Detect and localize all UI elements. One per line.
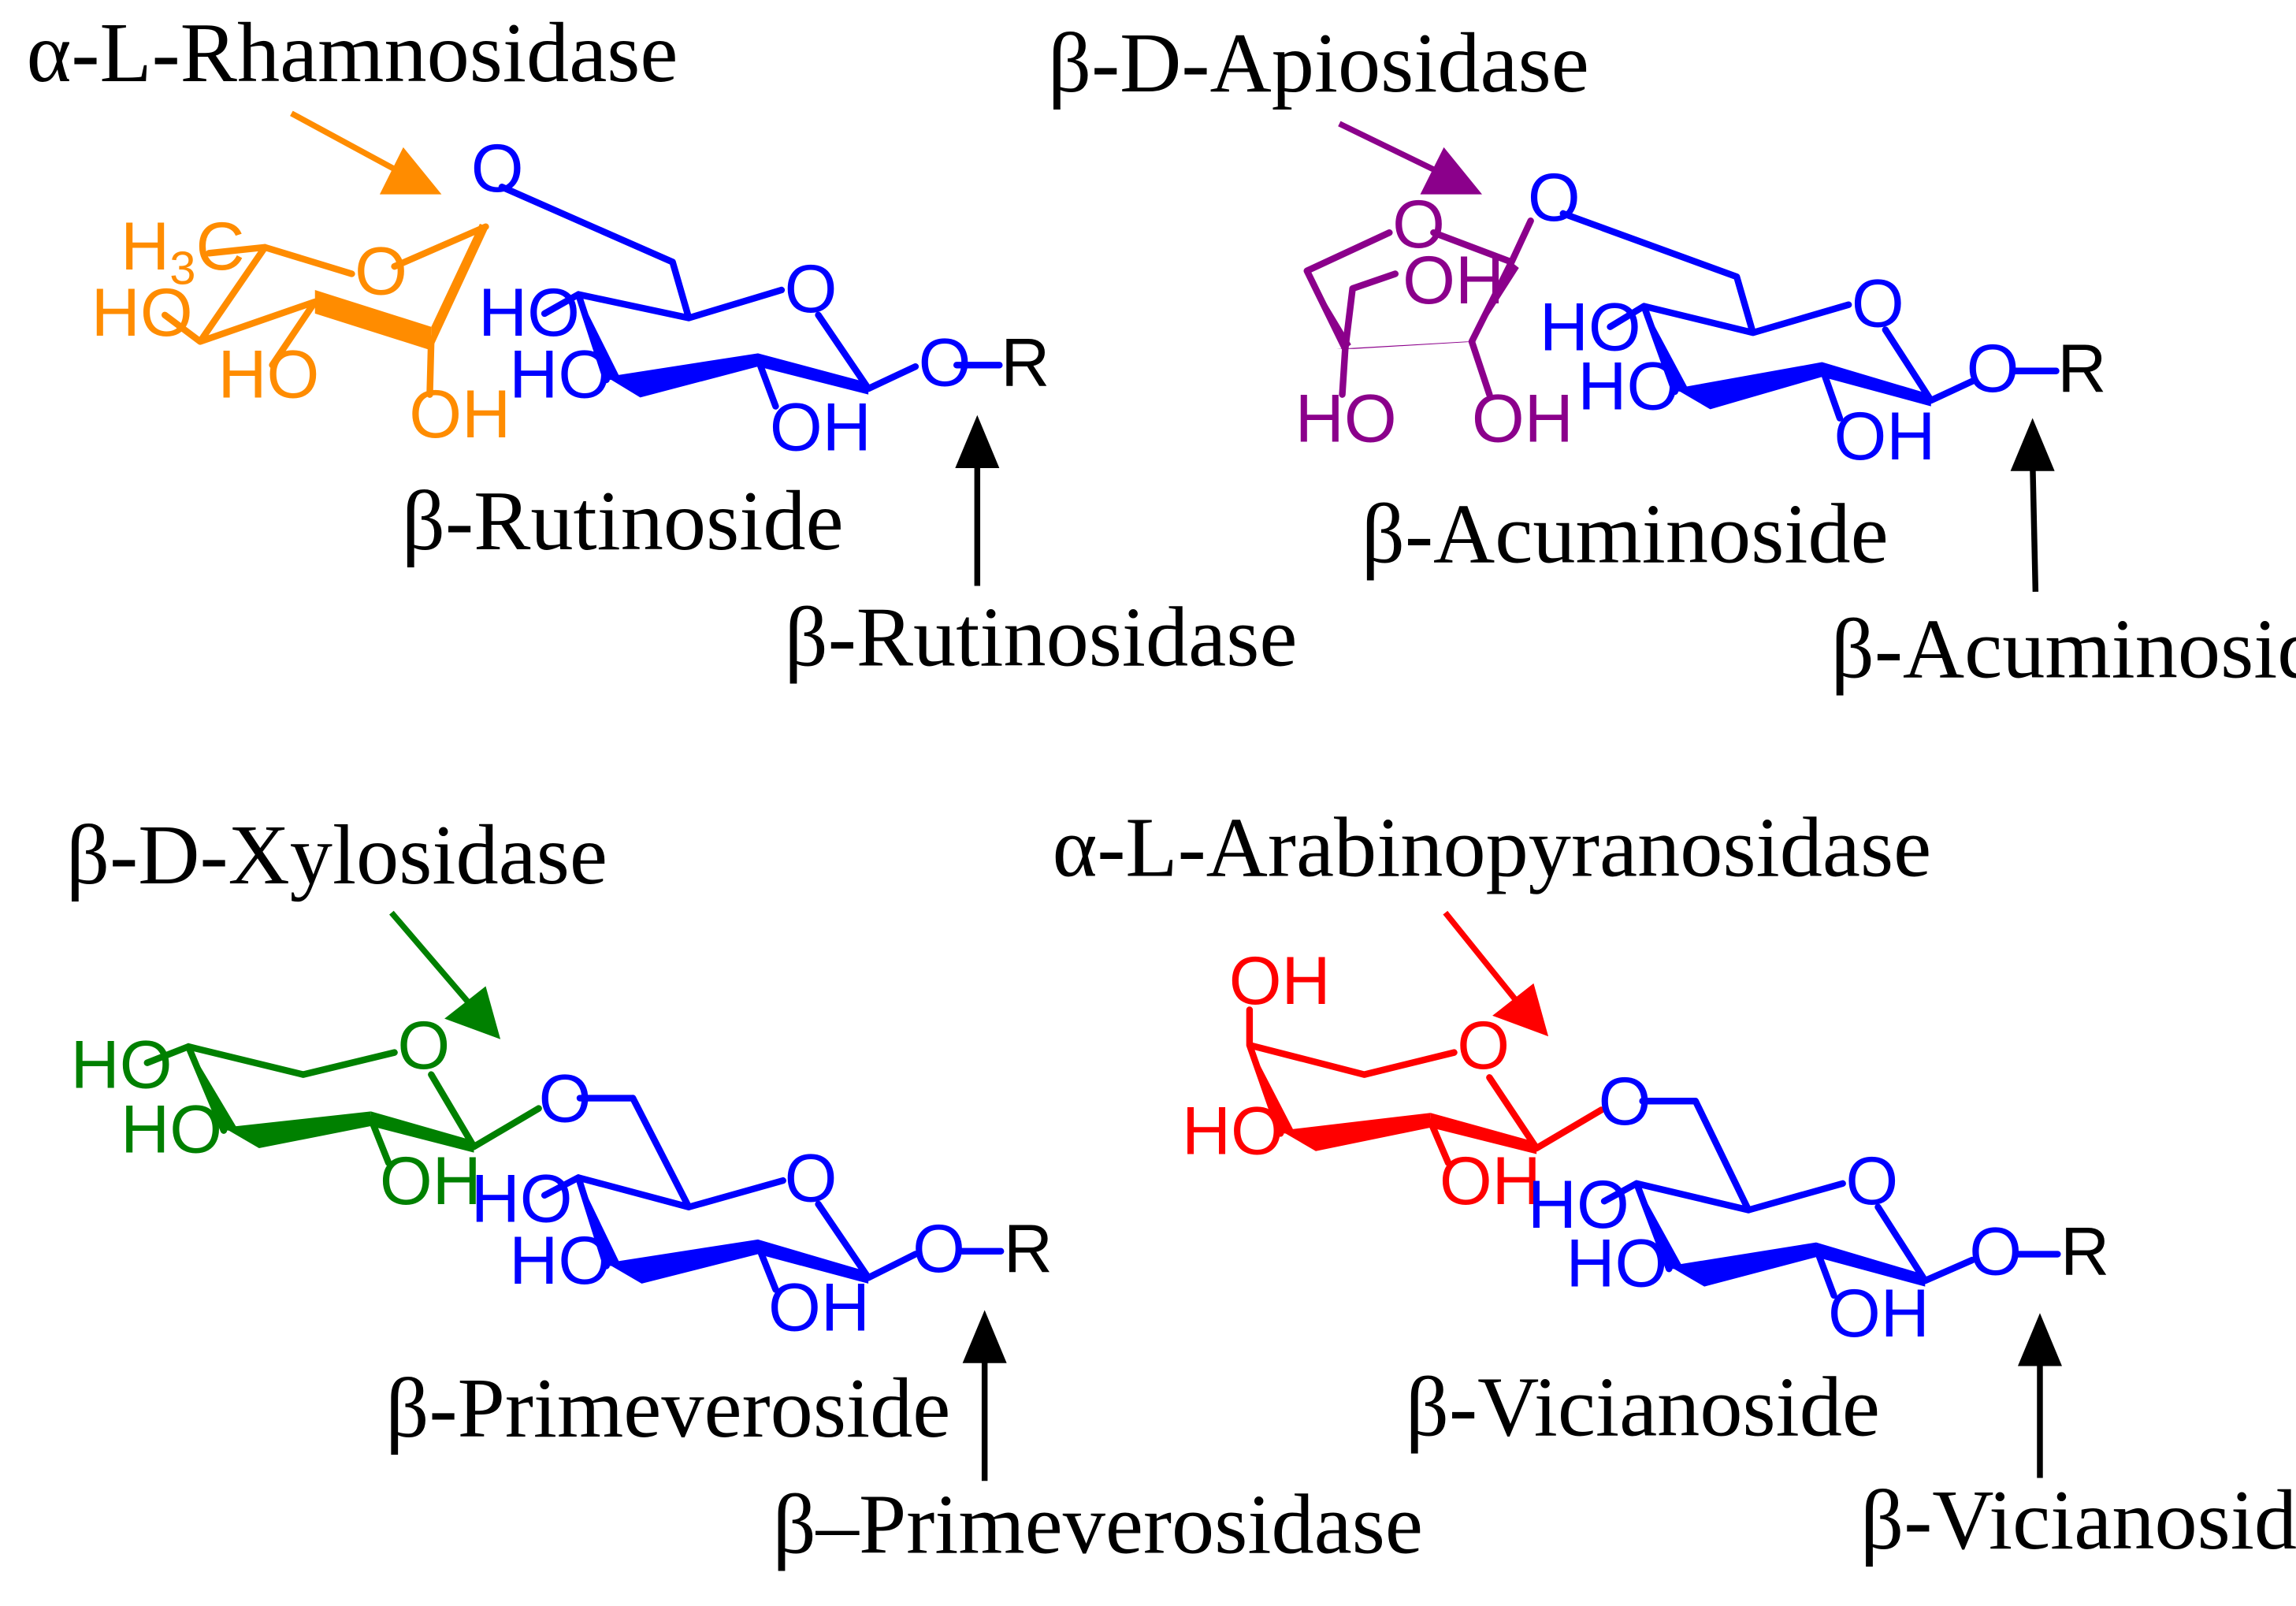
acuminoside-ho-4: HO [1540,290,1641,366]
acuminosidase-arrow [2010,418,2055,593]
rutinoside-r-group: R [1001,325,1050,400]
primeveroside-oh-2: OH [768,1270,870,1346]
arabinose-ring-o: O [1457,1008,1510,1084]
vicianoside-glucose-unit: O O HO HO OH O R [1528,1064,2109,1351]
primeveroside-ho-3: HO [509,1223,611,1299]
rhamnose-oh-2: OH [409,377,511,452]
vicianoside-name: β-Vicianoside [1406,1359,1880,1454]
rutinosidase-arrow [955,415,1000,586]
vicianoside-oh-2: OH [1828,1276,1930,1351]
acuminoside-r-group: R [2057,331,2106,407]
rhamnose-ring-o: O [355,234,407,310]
xylose-ring-o: O [397,1008,450,1084]
acuminoside-aglycone-o: O [1967,331,2019,407]
rutinoside-oh-2: OH [770,390,871,466]
rutinoside-glucose-unit: O O HO HO OH O R [471,131,1050,466]
acuminoside-oh-2: OH [1833,399,1935,474]
arabinose-oh-4: OH [1229,943,1331,1019]
rutinoside-link-o: O [471,131,524,206]
primeveroside-r-group: R [1004,1211,1053,1287]
primeveroside-aglycone-o: O [912,1211,965,1287]
arabinose-ho-3: HO [1182,1094,1284,1169]
vicianoside-link-o: O [1599,1064,1651,1139]
apiosidase-arrow [1338,121,1483,195]
rhamnosidase-arrow [290,110,442,195]
arabinose-unit: O OH HO OH [1182,943,1605,1219]
xylose-oh-2: OH [380,1143,481,1219]
acuminoside-glucose-unit: O O HO HO OH O R [1528,160,2107,474]
vicianoside-aglycone-o: O [1969,1214,2022,1290]
apiose-ch2oh: OH [1402,243,1504,318]
panel-primeveroside: β-D-Xylosidase O HO HO OH O O HO HO OH [66,808,1423,1572]
vicianosidase-label: β-Vicianosidase [1860,1473,2296,1567]
rhamnose-ho-4: HO [91,275,193,351]
rhamnose-unit: O H3C HO HO OH [91,209,511,452]
acuminoside-ring-o: O [1852,266,1904,342]
rutinoside-name: β-Rutinoside [402,474,844,568]
acuminoside-ho-3: HO [1577,348,1679,424]
rutinosidase-label: β-Rutinosidase [785,589,1298,684]
arabinopyranosidase-arrow [1443,910,1549,1037]
apiose-ho-3: HO [1295,381,1397,456]
apiose-oh-2: OH [1472,381,1573,456]
primeveroside-link-o: O [539,1061,592,1136]
apiosidase-label: β-D-Apiosidase [1048,16,1589,110]
panel-acuminoside: β-D-Apiosidase O OH HO OH O O HO HO OH [1048,16,2296,696]
apiose-unit: O OH HO OH [1295,187,1573,457]
xylose-ho-3: HO [121,1092,222,1168]
acuminosidase-label: β-Acuminosidase [1831,601,2296,696]
primeveroside-glucose-unit: O O HO HO OH O R [471,1061,1053,1345]
vicianosidase-arrow [2017,1313,2062,1478]
rhamnose-methyl: H3C [121,209,244,295]
acuminoside-link-o: O [1528,160,1581,236]
rutinoside-ho-3: HO [509,336,611,412]
arabinose-oh-2: OH [1440,1143,1541,1219]
vicianoside-ho-3: HO [1566,1226,1667,1302]
rutinoside-ring-o: O [785,251,838,327]
panel-rutinoside: α-L-Rhamnosidase O H3C HO HO OH O O HO H… [27,6,1298,685]
apiose-ring-o: O [1392,187,1445,262]
rutinoside-aglycone-o: O [919,325,972,400]
xylosidase-arrow [389,910,501,1039]
xylose-unit: O HO HO OH [71,1008,542,1219]
primeveroside-ring-o: O [785,1140,838,1216]
acuminoside-name: β-Acuminoside [1362,487,1889,582]
vicianoside-ho-4: HO [1528,1167,1629,1243]
primeverosidase-arrow [962,1310,1007,1481]
primeverosidase-label: β–Primeverosidase [773,1478,1423,1572]
xylosidase-label: β-D-Xylosidase [66,808,607,902]
rhamnose-ho-3: HO [217,336,319,412]
panel-vicianoside: α-L-Arabinopyranosidase O OH HO OH O O H… [1053,800,2296,1567]
arabinopyranosidase-label: α-L-Arabinopyranosidase [1053,800,1932,894]
xylose-ho-4: HO [71,1027,173,1102]
primeveroside-ho-4: HO [471,1161,573,1236]
vicianoside-r-group: R [2060,1214,2109,1290]
primeveroside-name: β-Primeveroside [385,1361,950,1455]
rutinoside-ho-4: HO [478,275,580,351]
rhamnosidase-label: α-L-Rhamnosidase [27,6,678,100]
vicianoside-ring-o: O [1845,1143,1898,1219]
